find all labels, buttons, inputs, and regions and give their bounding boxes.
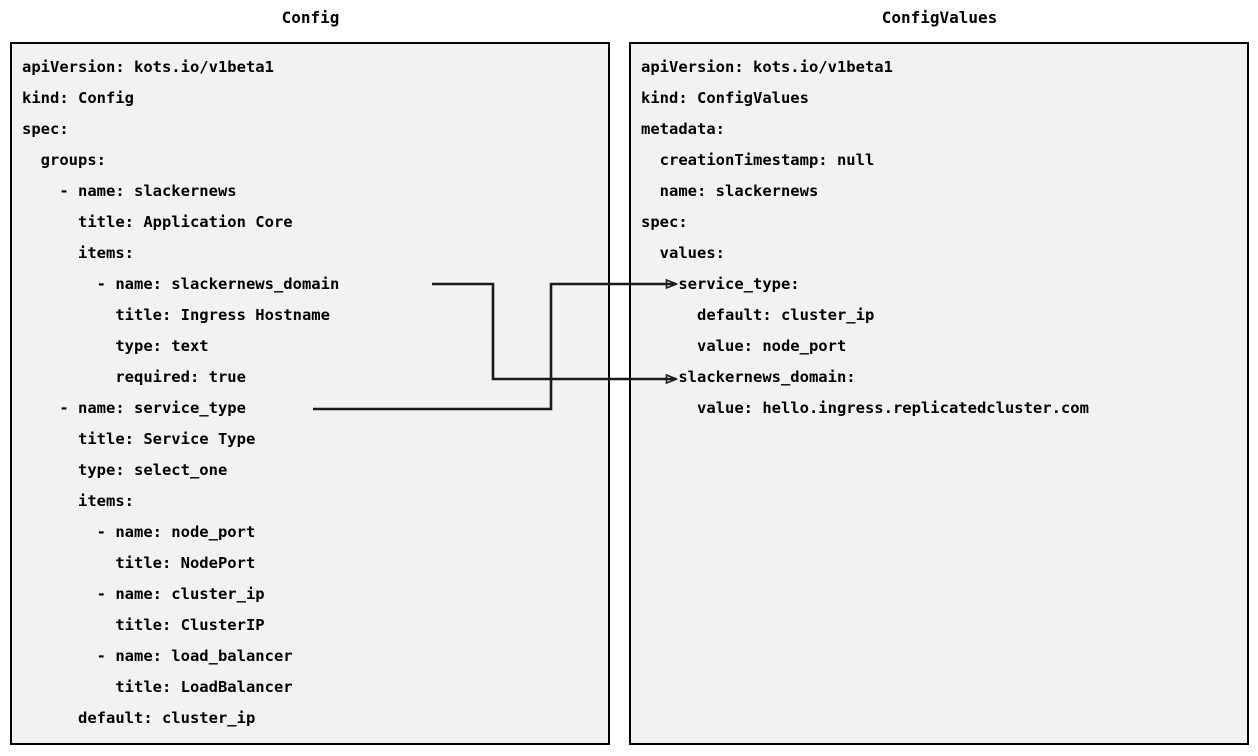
configvalues-yaml-line-1: kind: ConfigValues — [641, 89, 809, 107]
config-yaml-line-17: - name: cluster_ip — [22, 585, 265, 603]
configvalues-yaml-line-5: spec: — [641, 213, 688, 231]
config-yaml-panel: apiVersion: kots.io/v1beta1 kind: Config s… — [10, 42, 610, 745]
config-yaml-line-12: title: Service Type — [22, 430, 256, 448]
configvalues-yaml-code: apiVersion: kots.io/v1beta1 kind: ConfigV… — [641, 52, 1243, 424]
config-yaml-line-9: type: text — [22, 337, 209, 355]
configvalues-yaml-line-3: creationTimestamp: null — [641, 151, 875, 169]
config-panel-title: Config — [281, 8, 340, 27]
config-yaml-line-19: - name: load_balancer — [22, 647, 293, 665]
config-yaml-line-2: spec: — [22, 120, 69, 138]
configvalues-yaml-line-7: service_type: — [641, 275, 800, 293]
config-yaml-line-10: required: true — [22, 368, 246, 386]
configvalues-yaml-line-8: default: cluster_ip — [641, 306, 875, 324]
configvalues-yaml-line-9: value: node_port — [641, 337, 847, 355]
configvalues-yaml-line-11: value: hello.ingress.replicatedcluster.c… — [641, 399, 1089, 417]
config-yaml-line-6: items: — [22, 244, 134, 262]
configvalues-yaml-line-2: metadata: — [641, 120, 725, 138]
config-yaml-line-1: kind: Config — [22, 89, 134, 107]
config-yaml-line-8: title: Ingress Hostname — [22, 306, 330, 324]
configvalues-yaml-line-4: name: slackernews — [641, 182, 819, 200]
configvalues-yaml-line-6: values: — [641, 244, 725, 262]
config-yaml-line-15: - name: node_port — [22, 523, 256, 541]
config-yaml-line-0: apiVersion: kots.io/v1beta1 — [22, 58, 274, 76]
config-yaml-code: apiVersion: kots.io/v1beta1 kind: Config s… — [22, 52, 604, 734]
config-yaml-line-18: title: ClusterIP — [22, 616, 265, 634]
config-yaml-line-21: default: cluster_ip — [22, 709, 256, 727]
config-yaml-line-3: groups: — [22, 151, 106, 169]
config-yaml-line-4: - name: slackernews — [22, 182, 237, 200]
config-yaml-line-16: title: NodePort — [22, 554, 256, 572]
config-yaml-line-13: type: select_one — [22, 461, 228, 479]
config-yaml-line-14: items: — [22, 492, 134, 510]
configvalues-yaml-line-0: apiVersion: kots.io/v1beta1 — [641, 58, 893, 76]
config-yaml-line-7: - name: slackernews_domain — [22, 275, 340, 293]
configvalues-yaml-line-10: slackernews_domain: — [641, 368, 856, 386]
config-yaml-line-5: title: Application Core — [22, 213, 293, 231]
config-yaml-line-11: - name: service_type — [22, 399, 246, 417]
configvalues-panel-title: ConfigValues — [881, 8, 998, 27]
config-yaml-line-20: title: LoadBalancer — [22, 678, 293, 696]
configvalues-yaml-panel: apiVersion: kots.io/v1beta1 kind: ConfigV… — [629, 42, 1249, 745]
